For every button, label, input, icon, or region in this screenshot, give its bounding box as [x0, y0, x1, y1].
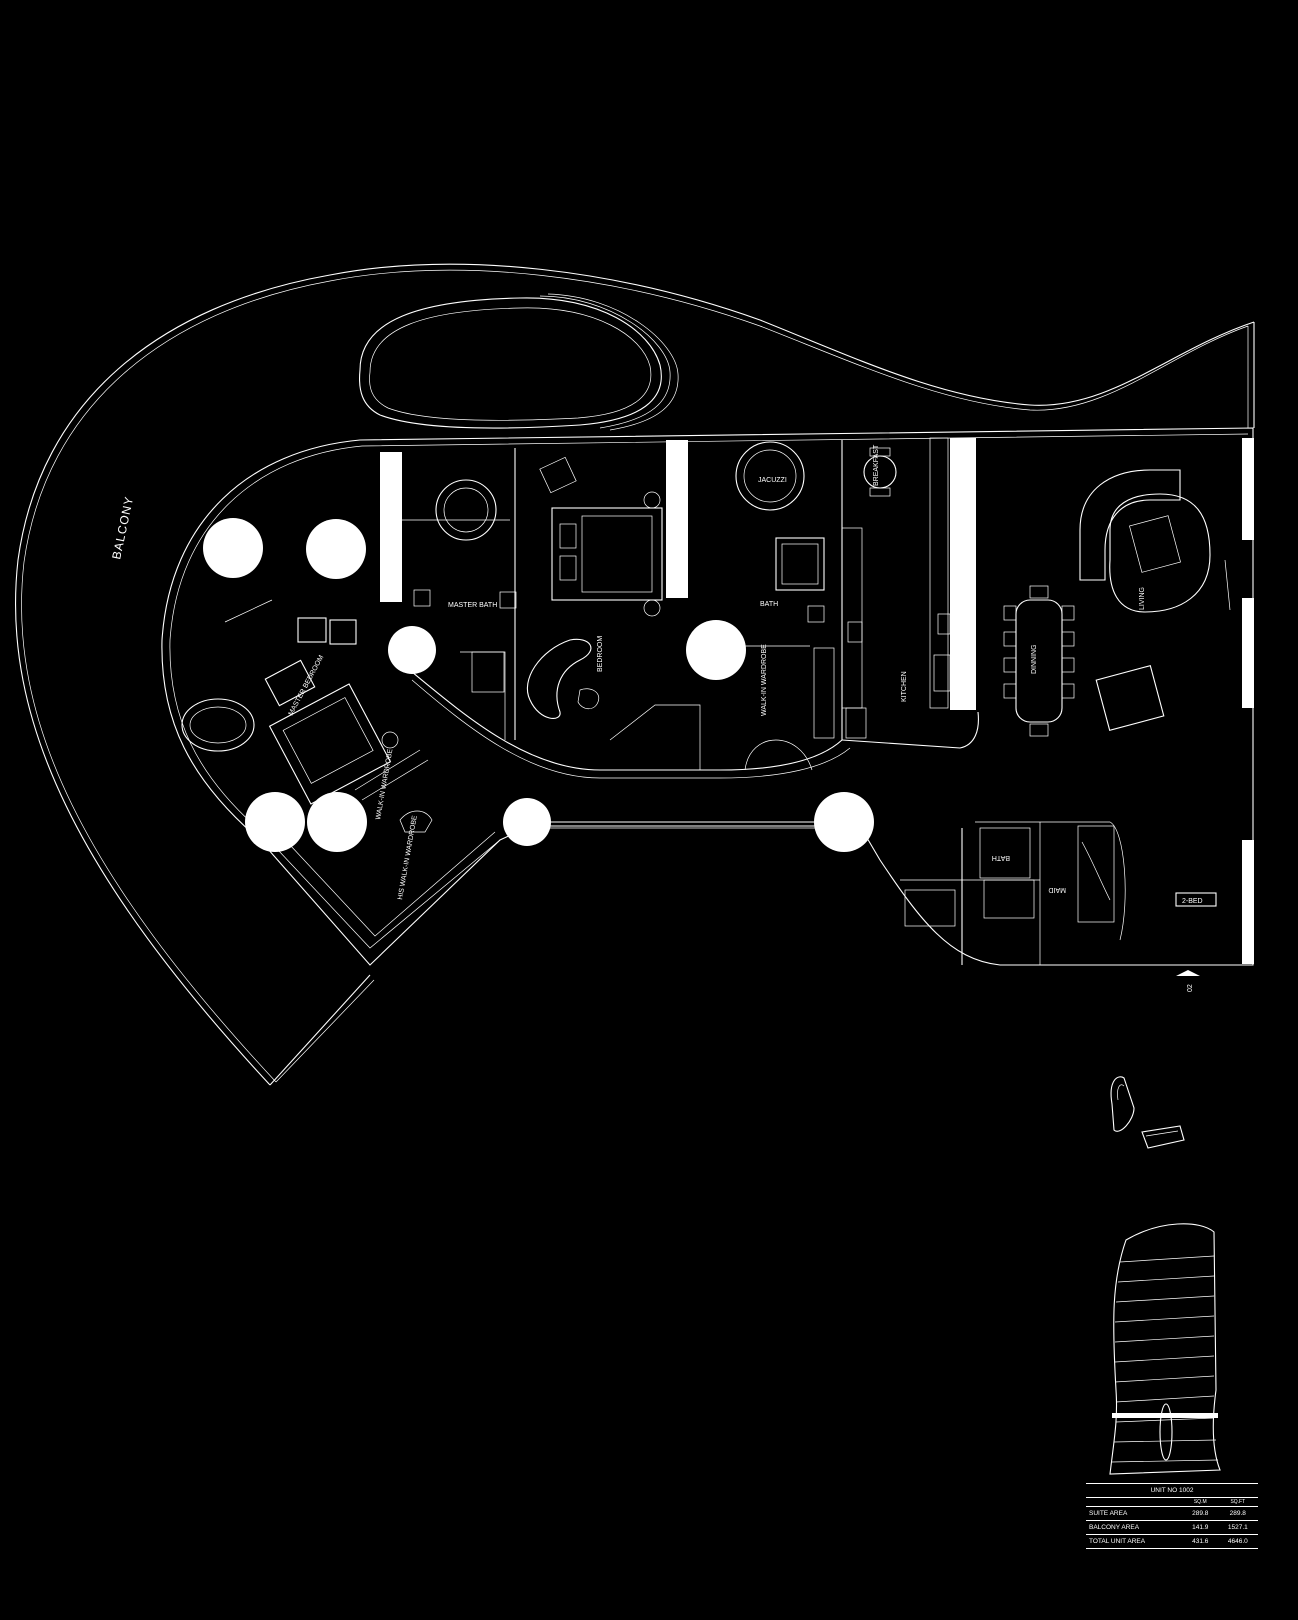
label-master-bedroom: MASTER BEDROOM [288, 654, 326, 717]
master-bedroom-furniture [181, 599, 433, 833]
label-master-bath: MASTER BATH [448, 602, 497, 609]
pool [358, 293, 679, 431]
label-walkin-wardrobe-master: WALK-IN WARDROBE [375, 748, 394, 820]
table-row: BALCONY AREA 141.9 1527.1 [1086, 1520, 1258, 1535]
columns [203, 518, 874, 852]
interior-envelope [161, 427, 1254, 966]
label-kitchen: KITCHEN [901, 671, 908, 702]
section-marker-label: 02 [1187, 984, 1194, 992]
table-unit-blank [1086, 1497, 1183, 1507]
row-sqm: 141.9 [1182, 1520, 1218, 1535]
partitions [400, 440, 1126, 965]
row-sqft: 4646.0 [1217, 1534, 1258, 1549]
row-label: BALCONY AREA [1086, 1520, 1183, 1535]
wall-6 [1242, 840, 1254, 964]
master-bath-furniture [413, 479, 517, 693]
row-sqft: 289.8 [1217, 1506, 1258, 1521]
label-bedroom: BEDROOM [597, 636, 604, 672]
key-plan [1109, 1223, 1221, 1475]
wall-2 [666, 440, 688, 598]
bath-furniture [735, 441, 825, 771]
balcony-outline [15, 263, 1255, 1086]
label-living: LIVING [1139, 587, 1146, 610]
table-unit-sqm: SQ.M [1182, 1497, 1218, 1507]
table-unit-sqft: SQ.FT [1217, 1497, 1258, 1507]
label-jacuzzi: JACUZZI [758, 477, 787, 484]
row-sqft: 1527.1 [1217, 1520, 1258, 1535]
table-row: TOTAL UNIT AREA 431.6 4646.0 [1086, 1534, 1258, 1549]
wall-5 [1242, 598, 1254, 708]
wall-4 [1242, 438, 1254, 540]
wall-1 [380, 452, 402, 602]
wall-3 [950, 438, 976, 710]
label-bath: BATH [760, 601, 778, 608]
tag-box [1175, 892, 1217, 907]
bedroom-furniture [526, 456, 701, 770]
balcony-outline-inner [21, 269, 1249, 1083]
label-walkin-wardrobe-bedroom: WALK-IN WARDROBE [761, 644, 768, 716]
tag-2bed: 2-BED [1182, 898, 1203, 905]
label-dinning: DINNING [1031, 644, 1038, 674]
kitchen-furniture [845, 447, 951, 739]
row-sqm: 431.6 [1182, 1534, 1218, 1549]
label-his-walkin-wardrobe: HIS WALK-IN WARDROBE [397, 815, 419, 901]
wardrobe-hatch [277, 437, 949, 949]
row-sqm: 289.8 [1182, 1506, 1218, 1521]
lounge-chairs [1110, 1076, 1185, 1149]
label-maid-bath: BATH [992, 854, 1010, 861]
label-maid: MAID [1049, 886, 1067, 893]
maid-furniture [904, 825, 1115, 927]
label-balcony: BALCONY [109, 495, 136, 561]
table-title: UNIT NO 1002 [1086, 1483, 1258, 1498]
table-row: SUITE AREA 289.8 289.8 [1086, 1506, 1258, 1521]
dinning-furniture [1003, 585, 1075, 737]
row-label: SUITE AREA [1086, 1506, 1183, 1521]
row-label: TOTAL UNIT AREA [1086, 1534, 1183, 1549]
section-arrow [1176, 970, 1200, 976]
unit-area-table: UNIT NO 1002 SQ.M SQ.FT SUITE AREA 289.8… [1086, 1483, 1258, 1549]
label-breakfast: BREAKFAST [873, 444, 880, 486]
living-furniture [1079, 469, 1231, 732]
